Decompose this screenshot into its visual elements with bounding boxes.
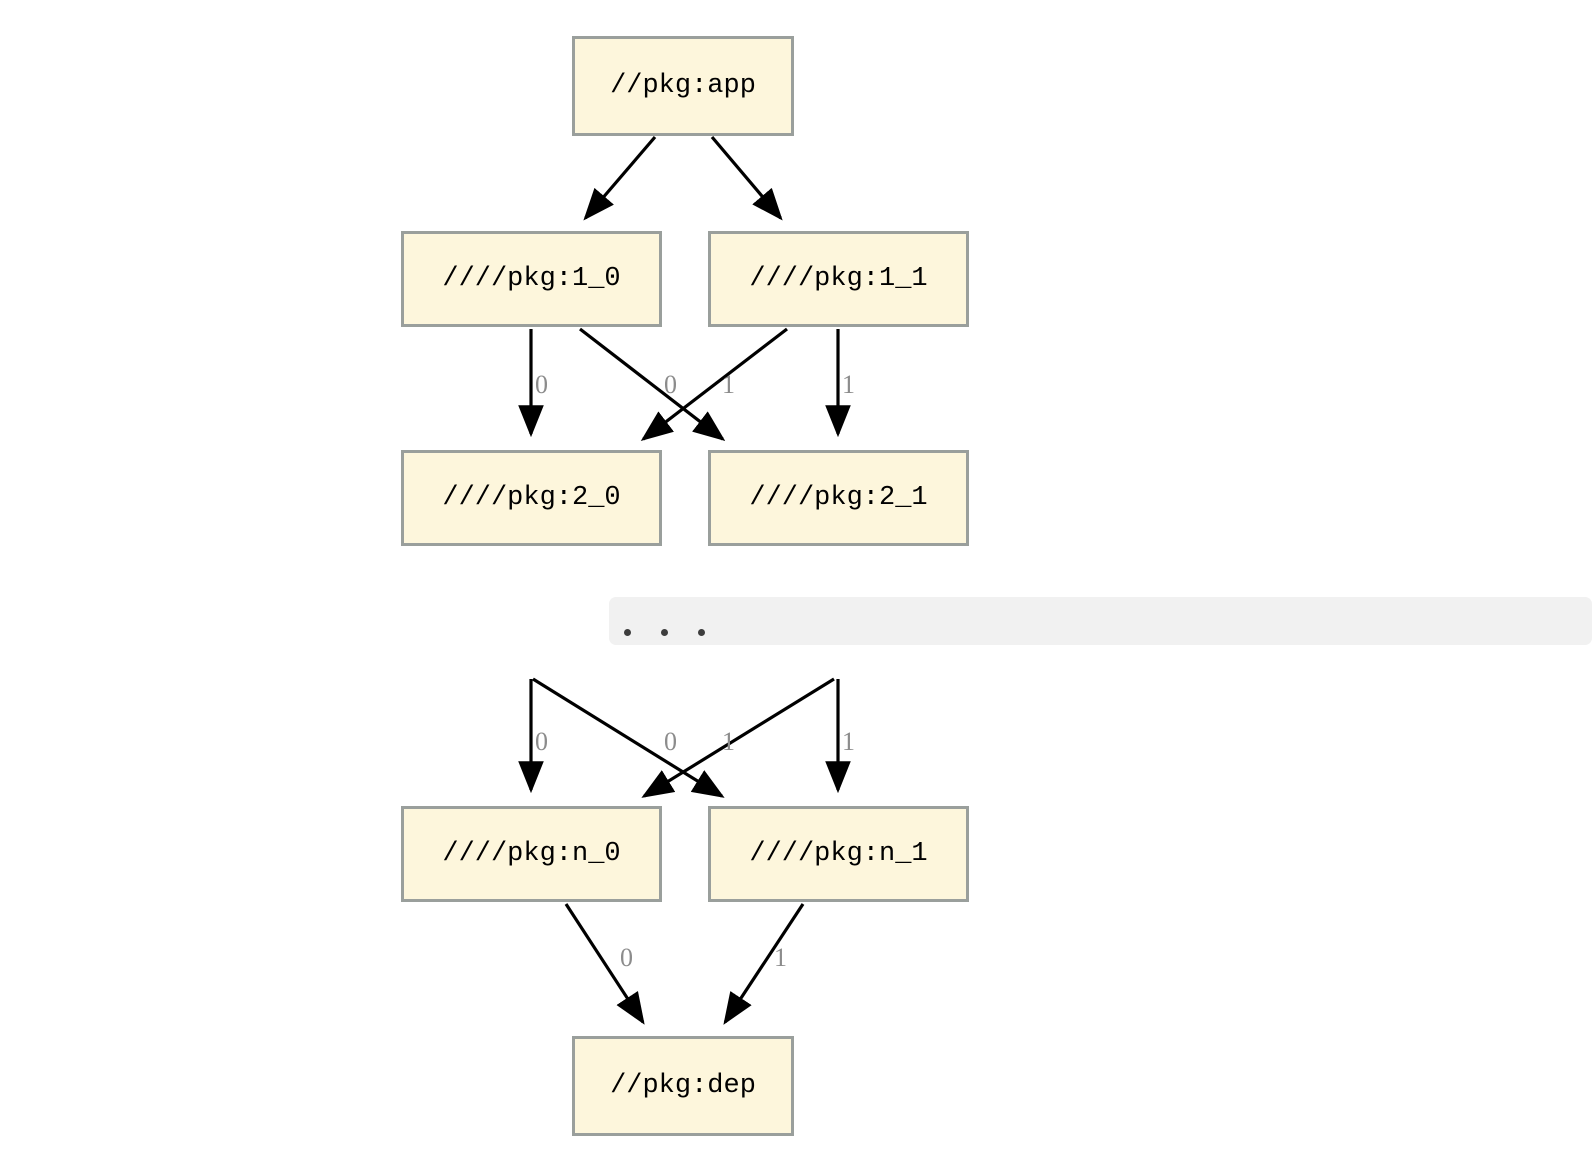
- graph-edge-app-to-n1_0: [583, 135, 657, 221]
- graph-node-n1_1[interactable]: ////pkg:1_1: [708, 231, 969, 327]
- graph-node-label: ////pkg:1_0: [442, 264, 621, 294]
- graph-node-app[interactable]: //pkg:app: [572, 36, 794, 136]
- edge-paths: [518, 135, 851, 1025]
- graph-node-label: ////pkg:n_1: [749, 839, 928, 869]
- edge-label-hidden-a-to-nn_1: 1: [722, 727, 735, 756]
- graph-node-label: ////pkg:n_0: [442, 839, 621, 869]
- edge-label-n1_0-to-n2_1: 1: [722, 370, 735, 399]
- ellipsis-dot-2: [698, 629, 705, 636]
- edge-label-nn_0-to-dep: 0: [620, 943, 633, 972]
- graph-edge-nn_1-to-dep: [723, 903, 805, 1025]
- graph-node-label: //pkg:dep: [610, 1071, 756, 1101]
- graph-edge-n1_0-to-n2_1: [579, 327, 726, 442]
- edge-label-nn_1-to-dep: 1: [774, 943, 787, 972]
- graph-node-label: ////pkg:1_1: [749, 264, 928, 294]
- graph-node-n2_1[interactable]: ////pkg:2_1: [708, 450, 969, 546]
- ellipsis-dots: [624, 629, 705, 636]
- edge-label-n1_0-to-n2_0: 0: [535, 370, 548, 399]
- edge-label-n1_1-to-n2_1: 1: [842, 370, 855, 399]
- graph-edge-hidden-b-to-nn_0: [641, 677, 835, 798]
- graph-node-n1_0[interactable]: ////pkg:1_0: [401, 231, 662, 327]
- graph-node-nn_0[interactable]: ////pkg:n_0: [401, 806, 662, 902]
- graph-node-label: //pkg:app: [610, 71, 756, 101]
- graph-edge-nn_0-to-dep: [564, 903, 645, 1025]
- graph-edge-hidden-a-to-nn_1: [532, 677, 725, 798]
- edge-label-hidden-b-to-nn_0: 0: [664, 727, 677, 756]
- edge-label-hidden-a-to-nn_0: 0: [535, 727, 548, 756]
- ellipsis-continuation-band: [609, 597, 1592, 645]
- graph-edge-n1_1-to-n2_0: [640, 327, 788, 442]
- graph-node-label: ////pkg:2_0: [442, 483, 621, 513]
- ellipsis-dot-1: [661, 629, 668, 636]
- graph-node-n2_0[interactable]: ////pkg:2_0: [401, 450, 662, 546]
- graph-node-nn_1[interactable]: ////pkg:n_1: [708, 806, 969, 902]
- ellipsis-dot-0: [624, 629, 631, 636]
- graph-edge-app-to-n1_1: [710, 135, 783, 221]
- edge-label-hidden-b-to-nn_1: 1: [842, 727, 855, 756]
- graph-node-label: ////pkg:2_1: [749, 483, 928, 513]
- graph-node-dep[interactable]: //pkg:dep: [572, 1036, 794, 1136]
- edge-label-n1_1-to-n2_0: 0: [664, 370, 677, 399]
